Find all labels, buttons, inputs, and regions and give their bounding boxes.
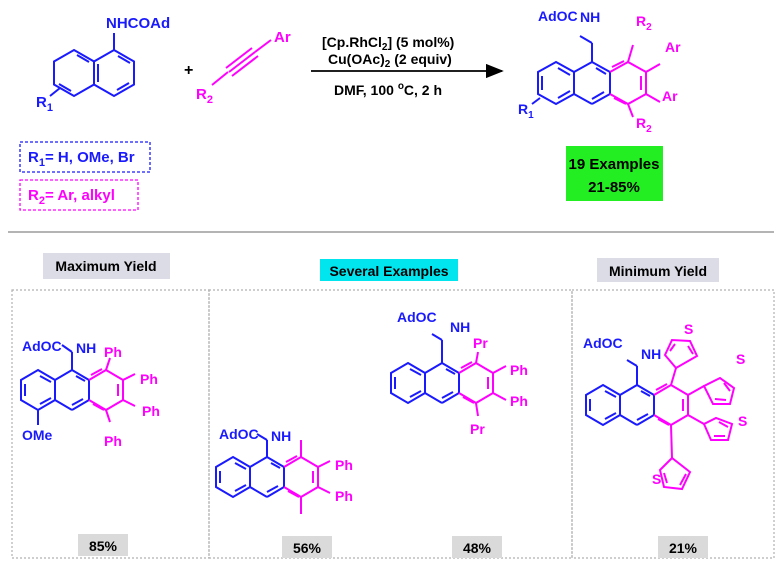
sm1-nhcoad-label: NHCOAd [106,15,170,32]
naphthylamide-structure [49,33,135,98]
example-min-structure [585,338,736,491]
header-several-examples: Several Examples [329,263,448,279]
panel-maximum-yield [11,289,210,559]
header-minimum-yield-bg [597,258,719,282]
ex-pr-nh-label: NH [450,319,470,335]
ex-pr-adoc-label: AdOC [397,309,437,325]
product-ar-top-label: Ar [665,39,681,55]
ex-min-s4-label: S [652,471,661,487]
ex-pr-ph1-label: Ph [510,362,528,378]
r2-definition-text: R2= Ar, alkyl [28,187,115,207]
yield-badge-min: 21% [669,540,698,556]
alkyne-ar-label: Ar [274,29,291,46]
product-ar-bottom-label: Ar [662,88,678,104]
yield-badge-methyl-bg [282,536,332,558]
panel-minimum-yield [571,289,775,559]
ex-min-s1-label: S [684,321,693,337]
ex-min-nh-label: NH [641,346,661,362]
ex-max-ph2-label: Ph [140,371,158,387]
examples-yield-range: 21-85% [588,179,640,196]
plus-sign: + [184,62,193,79]
product-anthracene-structure [531,35,661,118]
ex-pr-pr2-label: Pr [470,421,485,437]
ex-pr-pr1-label: Pr [473,335,488,351]
product-nh-label: NH [580,9,600,25]
yield-badge-propyl-bg [452,536,502,558]
sm1-r1-label: R1 [36,94,53,114]
r1-definition-text: R1= H, OMe, Br [28,149,135,169]
condition-catalyst: [Cp.RhCl2] (5 mol%) [322,34,454,53]
header-minimum-yield: Minimum Yield [609,263,707,279]
ex-max-ph1-label: Ph [104,344,122,360]
ex-max-ph4-label: Ph [104,433,122,449]
alkyne-structure [211,39,272,86]
yield-badge-propyl: 48% [463,540,492,556]
ex-max-ome-label: OMe [22,427,53,443]
product-r2-bottom-label: R2 [636,115,652,135]
ex-me-adoc-label: AdOC [219,426,259,442]
header-maximum-yield-bg [43,253,170,279]
product-r1-label: R1 [518,101,534,121]
header-maximum-yield: Maximum Yield [55,258,156,274]
ex-min-s3-label: S [738,413,747,429]
ex-max-adoc-label: AdOC [22,338,62,354]
examples-count-text: 19 Examples [569,156,660,173]
condition-oxidant: Cu(OAc)2 (2 equiv) [328,51,452,70]
yield-badge-methyl: 56% [293,540,322,556]
header-several-examples-bg [320,259,458,281]
yield-badge-max: 85% [89,538,118,554]
ex-me-nh-label: NH [271,428,291,444]
ex-min-s2-label: S [736,351,745,367]
yield-badge-min-bg [658,536,708,558]
ex-max-nh-label: NH [76,340,96,356]
example-max-structure [20,344,136,425]
ex-pr-ph2-label: Ph [510,393,528,409]
ex-me-ph2-label: Ph [335,488,353,504]
ex-me-ph1-label: Ph [335,457,353,473]
product-adoc-label: AdOC [538,8,578,24]
condition-solvent-temp: DMF, 100 oC, 2 h [334,81,442,98]
alkyne-r2-label: R2 [196,86,213,106]
example-methyl-structure [215,433,331,514]
r1-definition-box [19,141,151,173]
ex-max-ph3-label: Ph [142,403,160,419]
product-r2-top-label: R2 [636,13,652,33]
panel-several-examples [208,289,573,559]
r2-definition-box [19,179,139,211]
ex-min-adoc-label: AdOC [583,335,623,351]
yield-badge-max-bg [78,534,128,556]
examples-count-box [566,146,663,201]
example-propyl-structure [390,333,507,417]
